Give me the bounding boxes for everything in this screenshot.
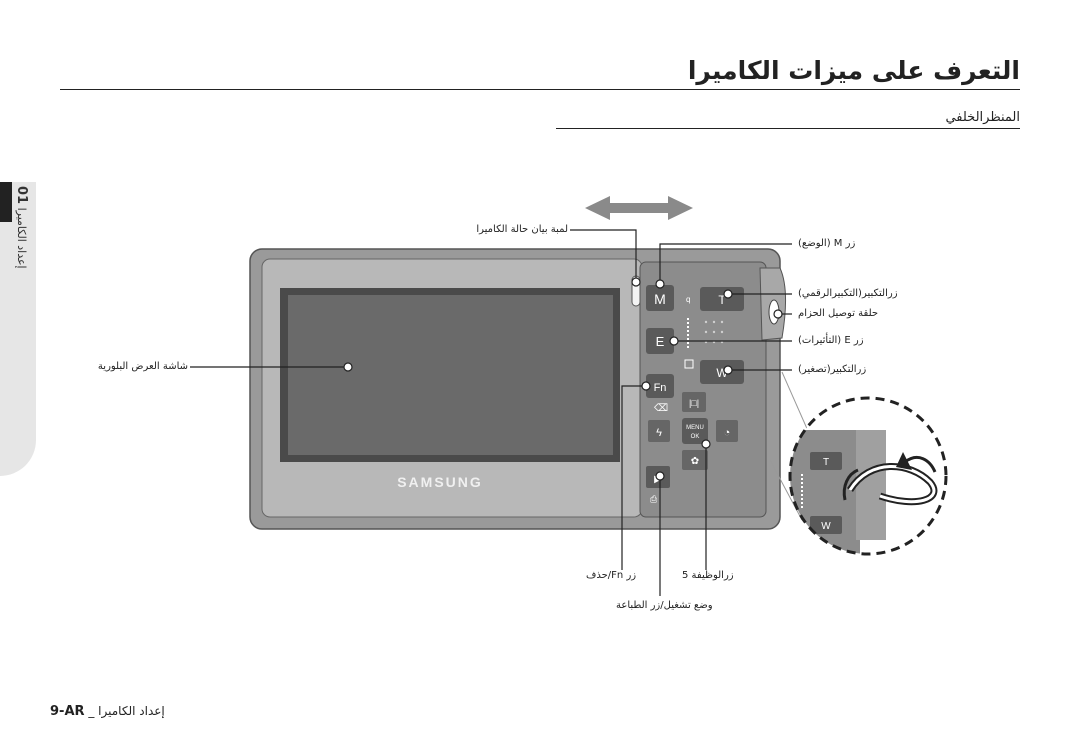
- label-m-button: زر M (الوضع): [798, 238, 856, 249]
- leader-m: [659, 243, 792, 282]
- label-e-button: زر E (التأثيرات): [798, 335, 864, 346]
- label-zoom-w: زرالتكبير(تصغير): [798, 364, 867, 375]
- ok-label: OK: [691, 434, 700, 440]
- chapter-marker: [0, 182, 12, 222]
- print-icon: ⎙: [650, 494, 658, 504]
- label-zoom-t: زرالتكبير(التكبيرالرقمي): [798, 288, 898, 299]
- t-button: [700, 287, 744, 311]
- strap-arrow-head: [896, 452, 912, 470]
- flash-button: [648, 420, 670, 442]
- t-button-label: T: [718, 293, 726, 307]
- timer-button: [716, 420, 738, 442]
- detail-lug: [856, 430, 886, 540]
- zoom-guide-line-2: [769, 459, 803, 521]
- chapter-tab: 01 إعداد الكاميرا: [0, 182, 36, 476]
- page-number: 9-AR: [50, 704, 85, 719]
- leader-status-lamp: [570, 229, 637, 280]
- detail-w-label: W: [821, 521, 831, 532]
- m-button: [646, 285, 674, 311]
- detail-t-label: T: [823, 457, 829, 468]
- strap-arrow-2: [842, 468, 859, 501]
- label-lcd: شاشة العرض البلورية: [97, 361, 188, 372]
- control-panel: [639, 261, 767, 518]
- e-button: [646, 328, 674, 354]
- menu-label: MENU: [686, 425, 704, 431]
- fn-button-label: Fn: [654, 382, 667, 394]
- label-play-print: وضع تشغيل/زر الطباعة: [616, 600, 713, 611]
- macro-icon: ✿: [691, 456, 699, 467]
- section-title: المنظرالخلفي: [945, 110, 1020, 125]
- lcd-screen: [288, 295, 613, 455]
- slide-arrow: [585, 196, 693, 220]
- page-title: التعرف على ميزات الكاميرا: [687, 56, 1020, 85]
- page-footer: 9-AR _ إعداد الكاميرا: [50, 704, 165, 719]
- label-five-function: زرالوظيفة 5: [682, 570, 734, 581]
- m-button-label: M: [654, 291, 666, 307]
- timer-icon: ◔: [724, 427, 731, 439]
- zoom-in-icon: q: [686, 295, 690, 304]
- detail-circle-border: [788, 396, 948, 556]
- delete-icon: ⌫: [654, 403, 668, 414]
- e-button-label: E: [656, 334, 665, 349]
- detail-panel: [790, 430, 860, 554]
- leader-lines: [190, 229, 792, 596]
- display-button: [682, 392, 706, 412]
- zoom-out-icon: [684, 359, 694, 369]
- leader-fn: [621, 385, 644, 570]
- fn-button: [646, 374, 674, 398]
- label-status-lamp: لمبة بيان حالة الكاميرا: [476, 224, 568, 235]
- display-icon: |□|: [689, 398, 699, 408]
- macro-button: [682, 450, 708, 470]
- label-strap: حلقة توصيل الحزام: [798, 308, 879, 319]
- detail-w-button: [810, 516, 842, 534]
- footer-chapter: _ إعداد الكاميرا: [88, 704, 165, 718]
- title-rule: [60, 89, 1020, 90]
- detail-t-button: [810, 452, 842, 470]
- w-button: [700, 360, 744, 384]
- flash-icon: ϟ: [656, 427, 662, 439]
- label-fn-button: زر Fn/حذف: [586, 570, 637, 581]
- strap-loop-inner: [848, 465, 936, 504]
- section-rule: [556, 128, 1020, 129]
- chapter-label: 01 إعداد الكاميرا: [14, 186, 29, 269]
- chapter-name: إعداد الكاميرا: [15, 207, 28, 269]
- menu-ok-button: [682, 418, 708, 444]
- strap-arrow: [904, 456, 937, 473]
- chapter-number: 01: [14, 186, 29, 205]
- brand-logo: SAMSUNG: [397, 474, 483, 490]
